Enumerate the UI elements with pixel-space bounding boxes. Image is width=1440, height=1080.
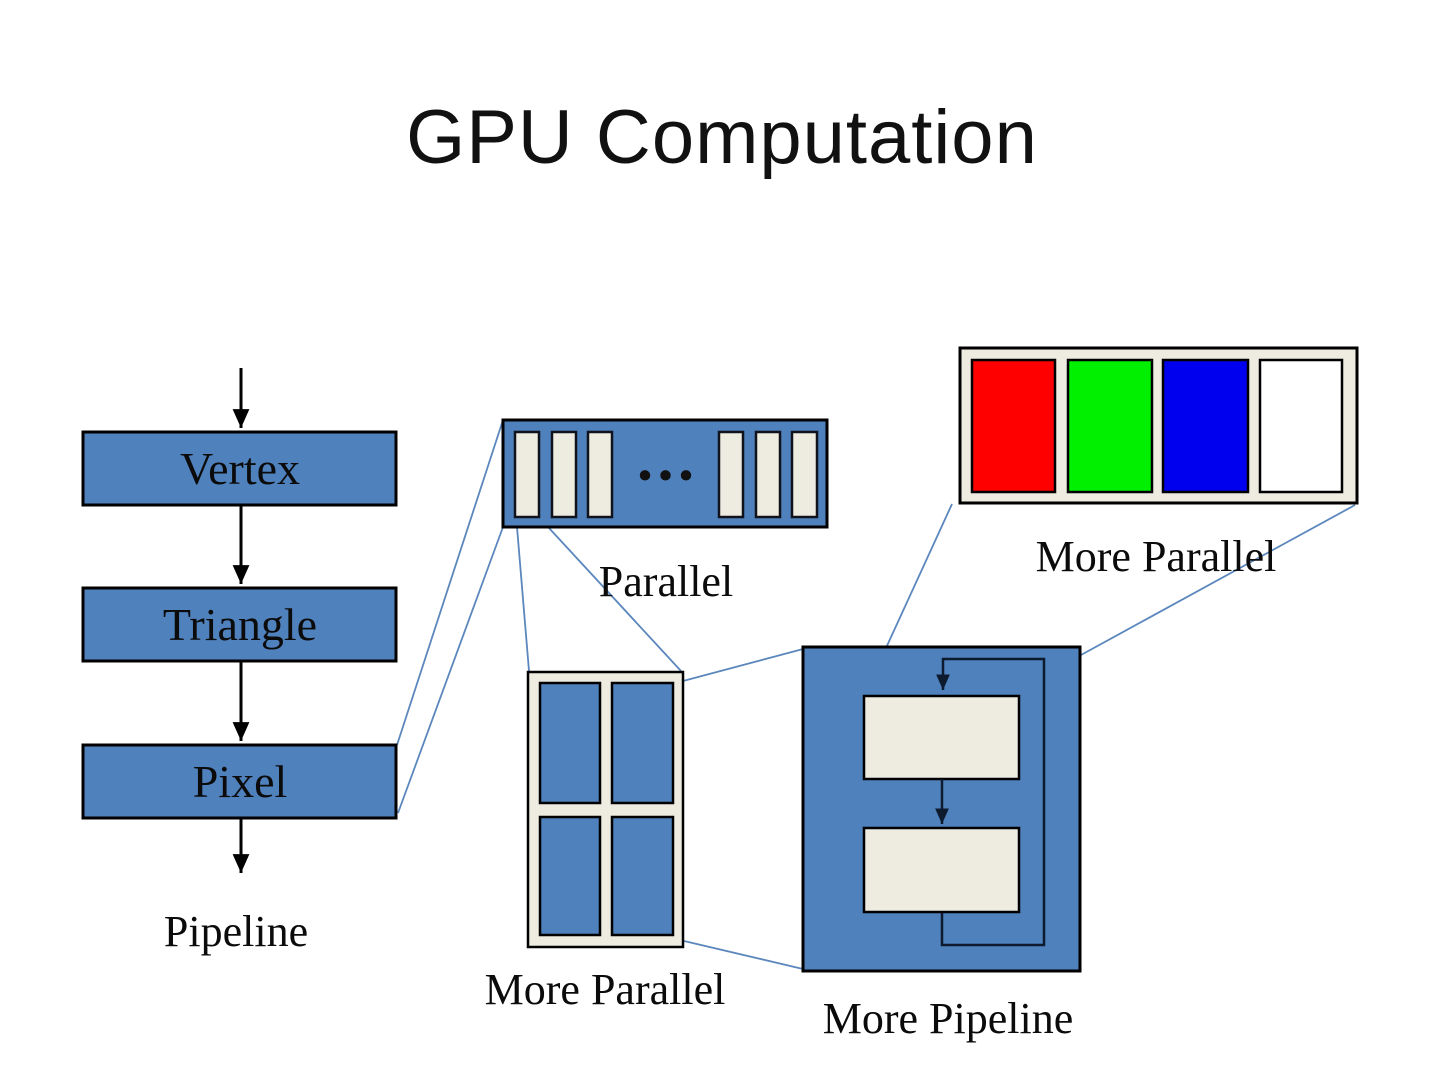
- pipeline-caption: Pipeline: [164, 907, 308, 956]
- white-cell: [1258, 358, 1344, 494]
- green-cell: [1066, 358, 1154, 494]
- connector-parallel-to-grid-right: [548, 527, 682, 672]
- pipeline-stage-block: [862, 694, 1021, 781]
- connector-rgb-to-pipeline-left: [885, 503, 953, 649]
- more-parallel-grid-box: More Parallel: [485, 670, 726, 1014]
- slide-title: GPU Computation: [406, 95, 1038, 180]
- parallel-caption: Parallel: [599, 557, 733, 606]
- triangle-stage-label: Triangle: [163, 599, 317, 650]
- connector-rgb-to-pipeline-right: [1080, 504, 1356, 656]
- more-parallel-rgb-caption: More Parallel: [1036, 532, 1277, 581]
- alu-bar: [586, 430, 614, 519]
- grid-cell: [610, 815, 675, 937]
- more-pipeline-box: More Pipeline: [801, 645, 1082, 1043]
- alu-bar: [717, 430, 745, 519]
- triangle-stage-box: [81, 586, 398, 663]
- grid-cell: [538, 681, 602, 805]
- blue-cell: [1161, 358, 1250, 494]
- pixel-stage-box: [81, 743, 398, 820]
- pipeline-flow-diagram: Vertex Triangle Pixel Pipeline: [81, 368, 398, 956]
- pipeline-stage-block: [862, 826, 1021, 914]
- connector-pixel-to-parallel-bottom: [397, 526, 504, 814]
- alu-bar: [550, 430, 578, 519]
- alu-bar: [754, 430, 782, 519]
- feedback-loop-arrow: [936, 657, 1046, 947]
- connector-parallel-to-grid-left: [516, 526, 530, 672]
- ellipsis-icon: ···: [635, 443, 697, 509]
- grid-cell: [610, 681, 675, 805]
- more-pipeline-caption: More Pipeline: [823, 994, 1074, 1043]
- pixel-stage-label: Pixel: [193, 756, 288, 807]
- connector-lines: [396, 419, 1356, 970]
- connector-pixel-to-parallel-top: [396, 419, 504, 746]
- vertex-stage-label: Vertex: [180, 443, 300, 494]
- alu-bar: [513, 430, 541, 519]
- vertex-stage-box: [81, 430, 398, 507]
- parallel-box: ··· Parallel: [501, 418, 829, 606]
- more-parallel-rgb-box: More Parallel: [958, 346, 1359, 581]
- alu-bar: [790, 430, 819, 519]
- connector-grid-to-pipeline-bottom: [683, 940, 804, 970]
- connector-grid-to-pipeline-top: [682, 648, 804, 682]
- grid-cell: [538, 815, 602, 937]
- red-cell: [970, 358, 1057, 494]
- more-parallel-grid-caption: More Parallel: [485, 965, 726, 1014]
